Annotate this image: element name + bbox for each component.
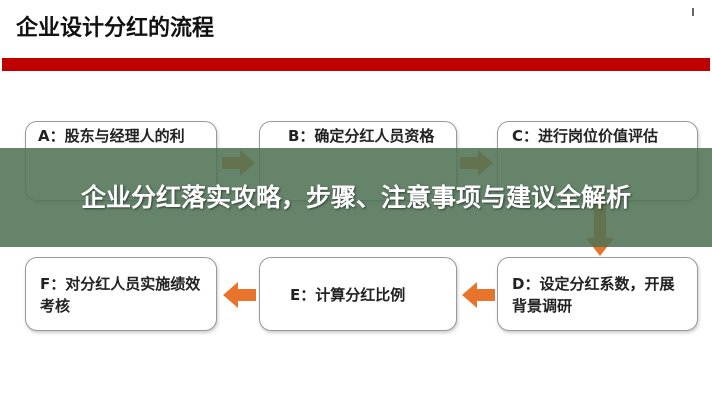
step-b-label: B：确定分红人员资格 xyxy=(288,127,435,145)
step-d-box: D：设定分红系数，开展背景调研 xyxy=(497,257,698,331)
step-f-label: F：对分红人员实施绩效考核 xyxy=(40,275,201,315)
title-divider xyxy=(2,58,710,71)
arrow-left-icon xyxy=(462,282,495,308)
step-e-box: E：计算分红比例 xyxy=(259,257,457,331)
step-a-label: A：股东与经理人的利 xyxy=(38,127,185,145)
step-c-label: C：进行岗位价值评估 xyxy=(512,127,659,145)
arrow-left-icon xyxy=(223,282,256,308)
step-d-label: D：设定分红系数，开展背景调研 xyxy=(512,275,675,315)
step-f-box: F：对分红人员实施绩效考核 xyxy=(25,257,217,331)
slide-title: 企业设计分红的流程 xyxy=(16,16,215,41)
corner-mark xyxy=(692,8,694,16)
step-e-label: E：计算分红比例 xyxy=(290,286,406,304)
headline-text[interactable]: 企业分红落实攻略，步骤、注意事项与建议全解析 xyxy=(80,182,631,212)
headline-banner: 企业分红落实攻略，步骤、注意事项与建议全解析 xyxy=(0,148,712,247)
